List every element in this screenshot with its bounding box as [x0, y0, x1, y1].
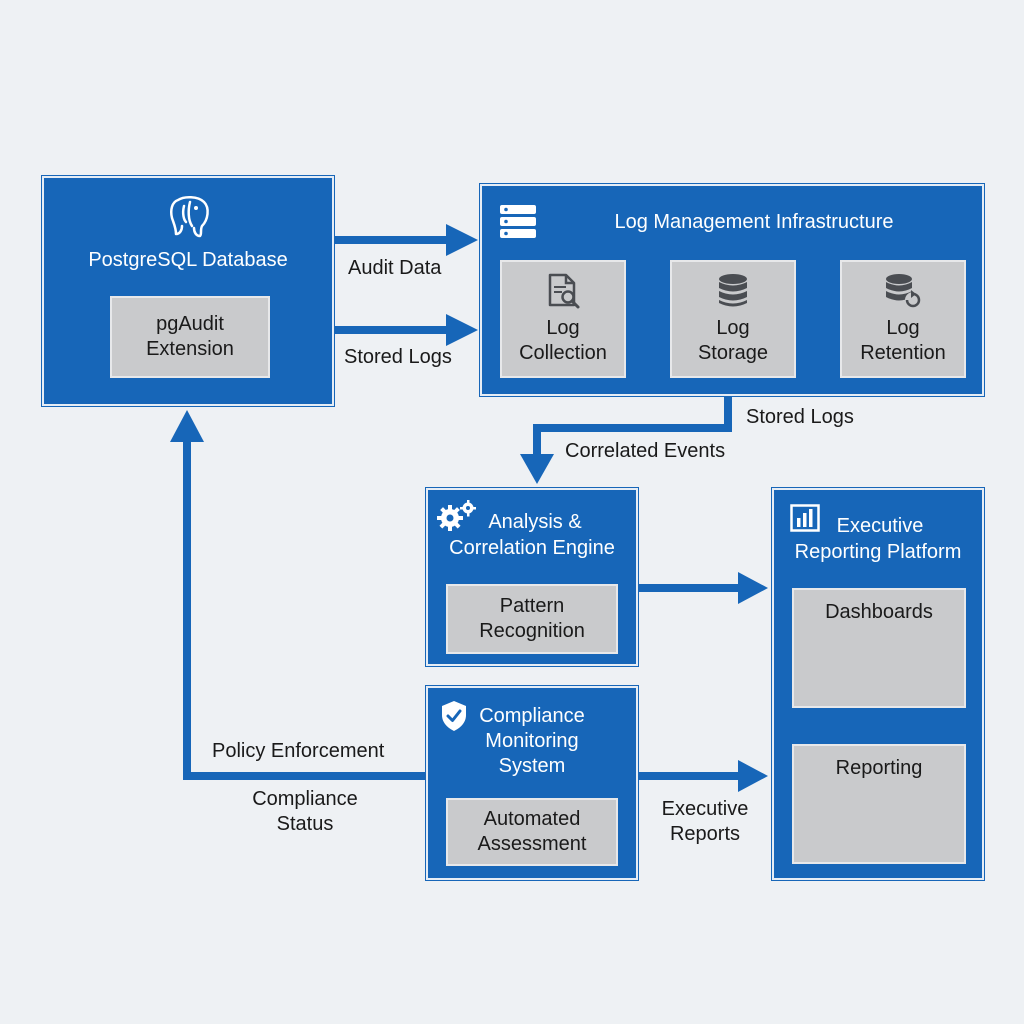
- analysis-title-line2: Correlation Engine: [449, 537, 615, 559]
- compliance-title-line3: System: [498, 755, 566, 777]
- server-stack-icon: [500, 205, 536, 238]
- reporting-label: Reporting: [835, 757, 923, 779]
- database-refresh-icon: [886, 274, 921, 308]
- automated-assessment-box: Automated Assessment: [446, 798, 618, 866]
- postgres-title: PostgreSQL Database: [88, 249, 288, 271]
- postgres-database-node: PostgreSQL Database pgAudit Extension: [42, 176, 334, 406]
- executive-reports-label-line1: Executive: [661, 798, 749, 820]
- reporting-box: Reporting: [792, 744, 966, 864]
- log-management-node: Log Management Infrastructure Log Collec…: [480, 184, 984, 396]
- assessment-line2: Assessment: [477, 833, 587, 855]
- log-retention-line1: Log: [886, 317, 920, 339]
- log-storage-box: Log Storage: [670, 260, 796, 378]
- log-retention-box: Log Retention: [840, 260, 966, 378]
- executive-reporting-node: Executive Reporting Platform Dashboards …: [772, 488, 984, 880]
- analysis-title-line1: Analysis &: [488, 511, 582, 533]
- pattern-recognition-box: Pattern Recognition: [446, 584, 618, 654]
- policy-enforcement-label: Policy Enforcement: [212, 740, 385, 762]
- arrow-audit-data: [334, 224, 478, 256]
- document-search-icon: [548, 273, 580, 309]
- stored-logs-label-1: Stored Logs: [344, 346, 452, 368]
- arrow-analysis-to-executive: [638, 572, 768, 604]
- pgaudit-line1: pgAudit: [156, 313, 224, 335]
- executive-reports-label-line2: Reports: [669, 823, 741, 845]
- arrow-policy-enforcement: [170, 410, 426, 780]
- log-collection-box: Log Collection: [500, 260, 626, 378]
- compliance-status-label-line1: Compliance: [252, 788, 358, 810]
- pattern-line1: Pattern: [499, 595, 565, 617]
- database-icon: [719, 274, 747, 307]
- compliance-title-line2: Monitoring: [485, 730, 579, 752]
- pgaudit-line2: Extension: [146, 338, 234, 360]
- elephant-icon: [170, 196, 209, 238]
- arrow-stored-logs: [334, 314, 478, 346]
- executive-title-line1: Executive: [836, 515, 924, 537]
- arrow-correlated-events: [520, 396, 732, 484]
- log-retention-line2: Retention: [860, 342, 946, 364]
- assessment-line1: Automated: [483, 808, 581, 830]
- compliance-title-line1: Compliance: [479, 705, 585, 727]
- dashboards-box: Dashboards: [792, 588, 966, 708]
- executive-title-line2: Reporting Platform: [794, 541, 962, 563]
- compliance-monitoring-node: Compliance Monitoring System Automated A…: [426, 686, 638, 880]
- compliance-status-label-line2: Status: [276, 813, 334, 835]
- dashboards-label: Dashboards: [825, 601, 933, 623]
- analysis-engine-node: Analysis & Correlation Engine Pattern Re…: [426, 488, 638, 666]
- log-collection-line1: Log: [546, 317, 580, 339]
- stored-logs-label-2: Stored Logs: [746, 406, 854, 428]
- arrow-executive-reports: [638, 760, 768, 792]
- log-storage-line2: Storage: [697, 342, 769, 364]
- pgaudit-extension-box: pgAudit Extension: [110, 296, 270, 378]
- log-management-title: Log Management Infrastructure: [614, 211, 894, 233]
- bar-chart-icon: [790, 504, 820, 532]
- shield-check-icon: [442, 701, 466, 731]
- correlated-events-label: Correlated Events: [565, 440, 726, 462]
- pattern-line2: Recognition: [479, 620, 585, 642]
- gears-icon: [437, 500, 476, 531]
- audit-data-label: Audit Data: [348, 257, 442, 279]
- log-storage-line1: Log: [716, 317, 750, 339]
- log-collection-line2: Collection: [519, 342, 607, 364]
